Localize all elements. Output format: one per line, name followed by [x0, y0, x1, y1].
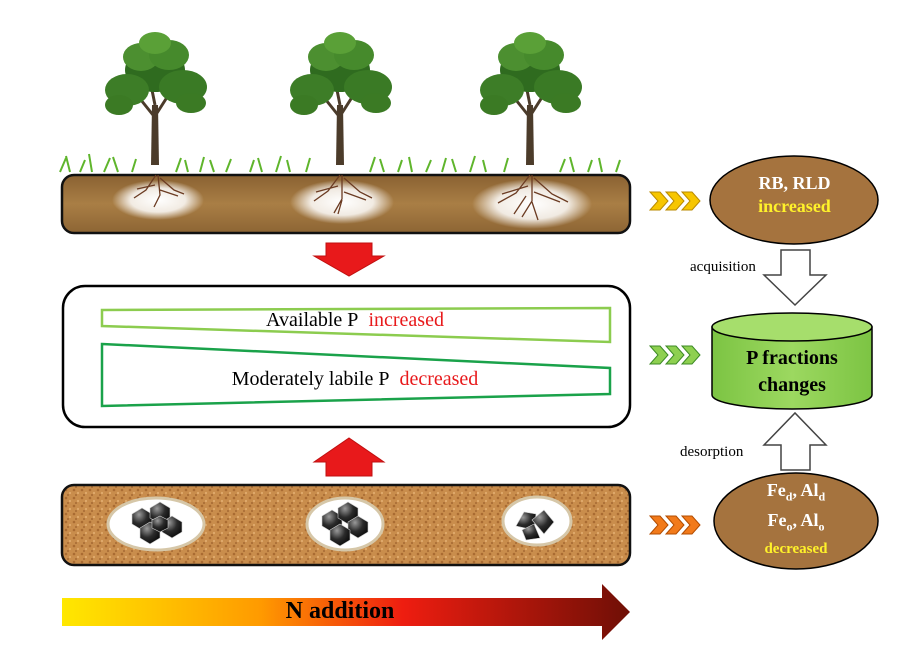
moderately-labile-p-change: decreased	[399, 368, 479, 390]
red-up-arrow	[312, 437, 386, 477]
tree-icon	[478, 30, 584, 167]
available-p-label: Available P increased	[100, 309, 610, 332]
available-p-wedge	[100, 306, 612, 344]
moderately-labile-p-wedge	[100, 342, 612, 408]
desorption-label: desorption	[680, 444, 744, 460]
acquisition-arrow	[762, 249, 828, 307]
oxides-node	[713, 472, 879, 570]
chevron-arrow-icon	[648, 515, 701, 535]
n-addition-arrow	[62, 584, 630, 640]
grass	[59, 153, 621, 173]
tree-icon	[288, 30, 394, 167]
oxides-line-d: Fed, Ald	[766, 480, 826, 504]
mineral-crystal-icon	[501, 495, 573, 547]
p-fractions-line1: P fractions	[746, 347, 838, 369]
oxides-node-change: decreased	[764, 541, 828, 558]
p-fractions-line2: changes	[758, 374, 826, 396]
root-icon	[472, 174, 592, 229]
root-icon	[112, 174, 204, 220]
desorption-arrow	[762, 411, 828, 471]
roots-node-label: RB, RLD increased	[712, 172, 877, 218]
mineral-crystal-icon	[106, 496, 206, 552]
roots-node	[709, 155, 879, 245]
n-addition-label: N addition	[285, 598, 395, 624]
chevron-arrow-icon	[648, 345, 701, 365]
tree-icon	[103, 30, 209, 167]
available-p-change: increased	[368, 309, 444, 331]
oxides-line-o: Feo, Alo	[767, 509, 825, 534]
p-fractions-label: P fractions changes	[712, 345, 872, 399]
moderately-labile-p-label: Moderately labile P decreased	[100, 368, 610, 391]
p-fractions-cylinder	[711, 312, 873, 410]
red-down-arrow	[312, 242, 386, 277]
acquisition-label: acquisition	[690, 259, 756, 275]
available-p-text: Available P	[266, 309, 359, 331]
oxides-node-label: Fed, Ald Feo, Alo decreased	[716, 479, 876, 561]
root-icon	[290, 174, 394, 224]
moderately-labile-p-text: Moderately labile P	[231, 368, 390, 390]
roots-node-change: increased	[758, 196, 831, 216]
mineral-crystal-icon	[305, 496, 385, 552]
roots-node-title: RB, RLD	[758, 173, 831, 193]
chevron-arrow-icon	[648, 191, 701, 211]
